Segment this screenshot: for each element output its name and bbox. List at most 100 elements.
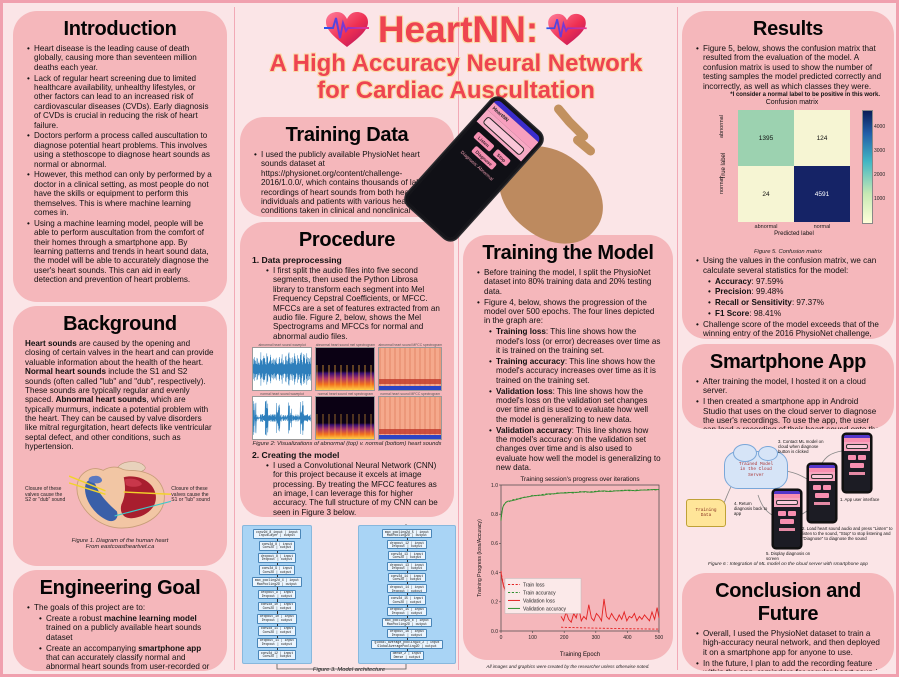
fig1-right-label: Closure of these valves cause the S1 or … xyxy=(171,485,210,504)
svg-text:Training session's progress ov: Training session's progress over iterati… xyxy=(520,476,639,483)
svg-text:100: 100 xyxy=(528,635,537,641)
matrix-cell: 24 xyxy=(738,166,794,223)
svg-text:0.8: 0.8 xyxy=(491,512,498,518)
fig2-normal-spectrogram: normal heart sound mel spectrogram xyxy=(315,392,376,440)
bullet-item: Doctors perform a process called auscult… xyxy=(25,131,215,169)
cloud-label: Trained Model in the Cloud Server xyxy=(738,461,774,478)
fig6-annotation-2: 2. Load heart sound audio and press "Lis… xyxy=(802,526,893,542)
introduction-heading: Introduction xyxy=(63,18,177,40)
engineering-goal-heading: Engineering Goal xyxy=(39,577,201,599)
bullet-item: I used a Convolutional Neural Network (C… xyxy=(264,461,442,517)
poster-subtitle-line1: A High Accuracy Neural Network xyxy=(269,50,643,77)
matrix-cell: 124 xyxy=(794,110,850,167)
figure6: Training Data Trained Model in the Cloud… xyxy=(680,431,896,573)
bullet-item: Validation loss: This line shows how the… xyxy=(487,387,661,425)
bullet-item: The goals of this project are to: xyxy=(25,603,215,613)
smartphone-app-list: After training the model, I hosted it on… xyxy=(694,377,882,429)
x-tick-label: normal xyxy=(813,224,831,231)
footnote: All images and graphics were created by … xyxy=(486,664,650,669)
figure2: abnormal heart sound waveplot abnormal h… xyxy=(252,343,442,440)
background-heading: Background xyxy=(63,313,177,335)
fig2-caption: Figure 2: Visualizations of abnormal (to… xyxy=(252,441,442,447)
waveform-abnormal xyxy=(253,352,312,386)
results-stats-list: Accuracy: 97.59%Precision: 99.48%Recall … xyxy=(694,277,882,319)
svg-text:Training Progress (loss/Accura: Training Progress (loss/Accuracy) xyxy=(477,519,483,597)
fig6-annotation-3: 3. Contact ML model on cloud when diagno… xyxy=(778,439,824,455)
svg-text:200: 200 xyxy=(560,635,569,641)
bullet-item: Heart disease is the leading cause of de… xyxy=(25,44,215,72)
goal-list: The goals of this project are to: xyxy=(25,603,215,613)
svg-text:0.4: 0.4 xyxy=(491,570,498,576)
svg-text:Validation loss: Validation loss xyxy=(523,598,555,604)
colorbar-tick: 2000 xyxy=(874,171,886,178)
poster-subtitle-line2: for Cardiac Auscultation xyxy=(317,76,595,104)
training-data-folder: Training Data xyxy=(686,499,726,527)
svg-text:Train accuracy: Train accuracy xyxy=(523,590,556,596)
bullet-item: I then created a smartphone app in Andro… xyxy=(694,397,882,429)
goal-sub-list: Create a robust machine learning model t… xyxy=(25,614,215,671)
svg-text:Validation accuracy: Validation accuracy xyxy=(523,606,566,612)
procedure-step2-title: 2. Creating the model xyxy=(252,449,340,460)
stat-item: F1 Score: 98.41% xyxy=(706,309,882,319)
training-data-heading: Training Data xyxy=(285,124,409,146)
bullet-item: Using a machine learning model, people w… xyxy=(25,219,215,285)
column-divider xyxy=(234,7,235,670)
figure1: Closure of these valves cause the S2 or … xyxy=(25,454,215,538)
waveform-normal xyxy=(253,400,312,436)
fig2-normal-mfcc: normal heart sound MFCC spectrogram xyxy=(378,392,442,440)
training-data-list: I used the publicly available PhysioNet … xyxy=(252,150,442,217)
smartphone-app-card: Smartphone App After training the model,… xyxy=(682,344,894,429)
matrix-cell: 4591 xyxy=(794,166,850,223)
procedure-heading: Procedure xyxy=(298,229,396,251)
fig6-annotation-4: 4. Return diagnosis back to app xyxy=(734,501,768,517)
fig2-abnormal-spectrogram: abnormal heart sound mel spectrogram xyxy=(315,343,376,391)
app-phone-1 xyxy=(842,433,872,493)
heart-ecg-icon xyxy=(323,12,369,47)
colorbar-tick: 1000 xyxy=(874,195,886,202)
bullet-item: In the future, I plan to add the recordi… xyxy=(694,659,882,671)
svg-text:Training Epoch: Training Epoch xyxy=(560,652,600,658)
results-list-3: Challenge score of the model exceeds tha… xyxy=(694,320,882,339)
bullet-item: I used the publicly available PhysioNet … xyxy=(252,150,442,217)
bullet-item: Figure 4, below, shows the progression o… xyxy=(475,298,661,326)
results-note: *I consider a normal label to be positiv… xyxy=(730,92,880,99)
stat-item: Precision: 99.48% xyxy=(706,287,882,297)
training-data-label: Training Data xyxy=(695,507,717,519)
matrix-cell: 1395 xyxy=(738,110,794,167)
heart-diagram xyxy=(68,460,172,528)
bullet-item: After training the model, I hosted it on… xyxy=(694,377,882,396)
stat-item: Accuracy: 97.59% xyxy=(706,277,882,287)
bullet-item: Figure 5, below, shows the confusion mat… xyxy=(694,44,882,91)
smartphone-app-heading: Smartphone App xyxy=(709,351,867,373)
conclusion-heading: Conclusion and Future xyxy=(715,580,861,625)
procedure-step1-title: 1. Data preprocessing xyxy=(252,255,342,265)
svg-text:0: 0 xyxy=(500,635,503,641)
x-tick-label: abnormal xyxy=(754,224,778,231)
fig6-caption: Figure 6 : Integration of ML model on th… xyxy=(708,562,868,567)
fig3-caption: Figure 3. Model architecture xyxy=(312,667,386,673)
conclusion-list: Overall, I used the PhysioNet dataset to… xyxy=(694,629,882,671)
bullet-item: Lack of regular heart screening due to l… xyxy=(25,74,215,130)
text-segment: Normal heart sounds include the S1 and S… xyxy=(25,367,206,405)
bullet-item: However, this method can only by perform… xyxy=(25,170,215,217)
heart-ecg-icon xyxy=(546,13,587,46)
procedure-step2-list: I used a Convolutional Neural Network (C… xyxy=(252,461,442,517)
